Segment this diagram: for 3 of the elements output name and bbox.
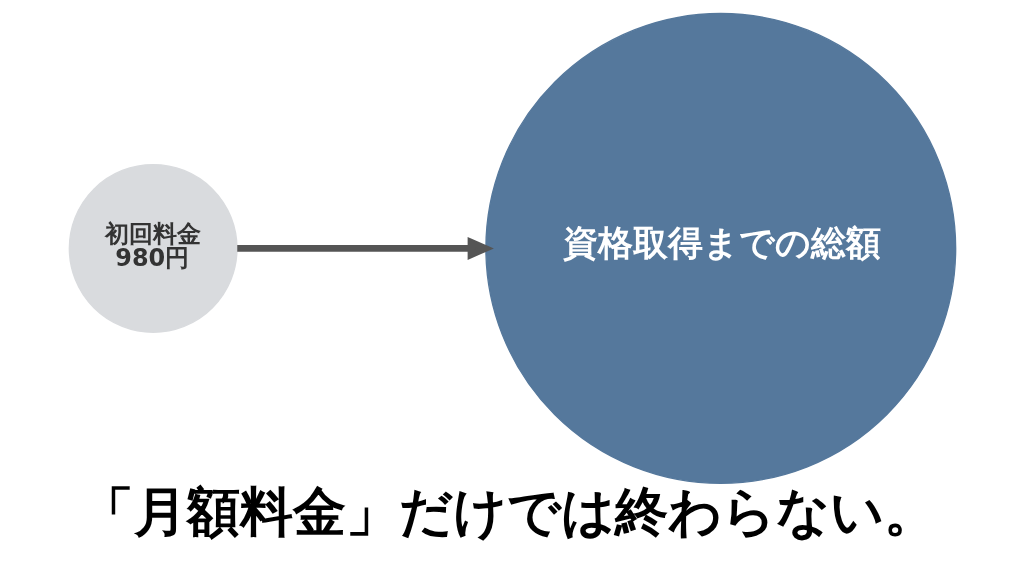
arrow — [236, 236, 494, 260]
node-circle: 資格取得までの総額 — [484, 12, 956, 484]
node-circle: 初回料金 980円 — [68, 163, 238, 333]
